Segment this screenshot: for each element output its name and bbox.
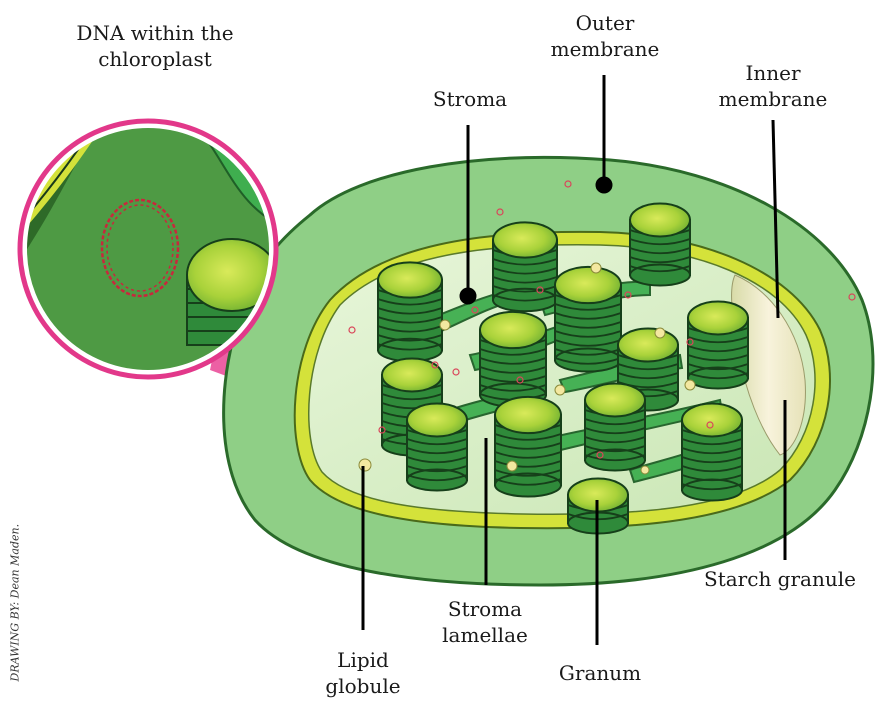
label-inner-membrane: Inner membrane <box>713 60 833 112</box>
label-lipid-line1: Lipid <box>318 647 408 673</box>
label-lamellae-line2: lamellae <box>430 622 540 648</box>
label-lipid-line2: globule <box>318 673 408 699</box>
label-lipid-globule: Lipid globule <box>318 647 408 699</box>
label-dna-within-chloroplast: DNA within the chloroplast <box>45 20 265 72</box>
label-stroma: Stroma <box>415 86 525 112</box>
granum-stack <box>378 262 442 361</box>
label-outer-line2: membrane <box>545 36 665 62</box>
granum-stack <box>495 397 561 497</box>
granum-stack <box>688 302 748 389</box>
granum-stack <box>480 312 546 407</box>
label-outer-membrane: Outer membrane <box>545 10 665 62</box>
granum-stack <box>407 404 467 491</box>
label-inner-line2: membrane <box>713 86 833 112</box>
drawing-credit: DRAWING BY: Dean Maden. <box>9 512 22 682</box>
granum-stack <box>493 222 557 311</box>
label-starch-granule: Starch granule <box>690 566 870 592</box>
granum-stack <box>585 384 645 471</box>
granum-stack <box>630 204 690 286</box>
label-inner-line1: Inner <box>713 60 833 86</box>
label-stroma-lamellae: Stroma lamellae <box>430 596 540 648</box>
label-dna-line2: chloroplast <box>45 46 265 72</box>
label-lamellae-line1: Stroma <box>430 596 540 622</box>
granum-stack <box>555 267 621 372</box>
label-granum: Granum <box>545 660 655 686</box>
label-outer-line1: Outer <box>545 10 665 36</box>
label-dna-line1: DNA within the <box>45 20 265 46</box>
granum-stack <box>682 404 742 501</box>
